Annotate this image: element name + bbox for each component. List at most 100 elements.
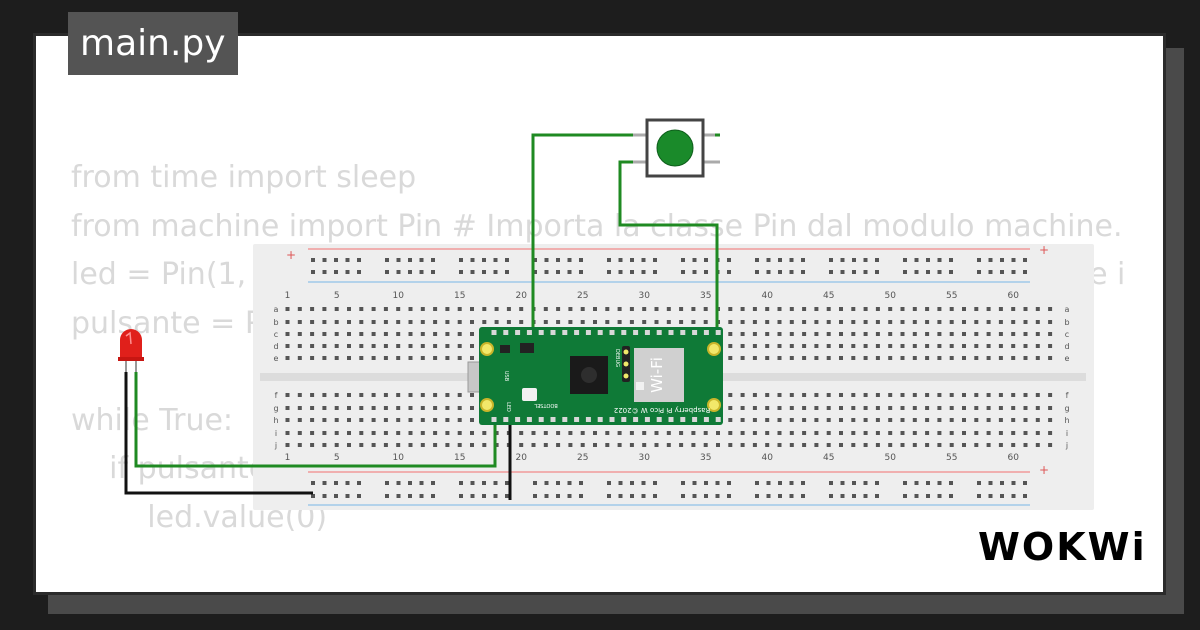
hole — [605, 320, 610, 324]
hole — [937, 332, 942, 336]
hole — [802, 443, 807, 447]
hole — [888, 443, 893, 447]
rail-hole — [431, 270, 435, 274]
row-letter: g — [273, 404, 278, 413]
hole — [1023, 393, 1028, 397]
hole — [998, 406, 1003, 410]
hole — [470, 320, 474, 324]
hole — [826, 393, 831, 397]
hole — [1048, 418, 1053, 422]
hole — [334, 443, 339, 447]
rail-hole — [829, 494, 833, 498]
hole — [347, 418, 351, 422]
hole — [937, 418, 942, 422]
rail-hole — [396, 481, 401, 485]
hole — [568, 443, 573, 447]
rail-hole — [715, 481, 720, 485]
pin — [656, 417, 662, 422]
hole — [740, 307, 745, 311]
rail-hole — [937, 481, 942, 485]
rail-hole — [778, 481, 782, 485]
row-letter: f — [275, 391, 278, 400]
rail-hole — [482, 258, 486, 262]
hole — [962, 443, 966, 447]
rail-hole — [789, 258, 794, 262]
hole — [839, 443, 843, 447]
hole — [408, 406, 413, 410]
hole — [420, 443, 425, 447]
hole — [752, 393, 757, 397]
hole — [408, 356, 413, 360]
rail-hole — [840, 270, 845, 274]
hole — [347, 332, 351, 336]
hole — [408, 431, 413, 435]
row-letter: e — [1065, 354, 1070, 363]
hole — [789, 307, 794, 311]
pico-pins — [491, 330, 721, 422]
hole — [851, 393, 856, 397]
rail-hole — [482, 481, 486, 485]
hole — [285, 431, 290, 435]
hole — [334, 431, 339, 435]
hole — [285, 418, 290, 422]
rail-hole — [949, 481, 953, 485]
hole — [1011, 307, 1016, 311]
hole — [383, 443, 388, 447]
hole — [912, 393, 917, 397]
hole — [543, 307, 548, 311]
mounting-hole — [707, 398, 721, 412]
hole — [814, 431, 819, 435]
hole — [1035, 307, 1040, 311]
hole — [457, 307, 462, 311]
rail-hole — [1011, 270, 1016, 274]
rail-hole — [692, 481, 697, 485]
hole — [728, 393, 733, 397]
hole — [371, 356, 376, 360]
pin — [597, 417, 603, 422]
hole — [617, 307, 622, 311]
hole — [789, 393, 794, 397]
hole — [814, 393, 819, 397]
pushbutton[interactable] — [633, 118, 720, 178]
hole — [420, 332, 425, 336]
hole — [839, 344, 843, 348]
hole — [297, 393, 302, 397]
hole — [826, 431, 831, 435]
row-letter: a — [274, 305, 279, 314]
rail-hole — [914, 270, 919, 274]
hole — [728, 356, 733, 360]
pin — [538, 330, 544, 335]
hole — [900, 418, 905, 422]
rail-hole — [408, 494, 412, 498]
hole — [974, 356, 979, 360]
hole — [297, 431, 302, 435]
hole — [334, 332, 339, 336]
hole — [912, 344, 917, 348]
hole — [383, 307, 388, 311]
hole — [322, 393, 327, 397]
hole — [839, 320, 843, 324]
column-number: 35 — [700, 291, 711, 301]
rail-hole — [863, 494, 868, 498]
hole — [445, 418, 450, 422]
rail-hole — [579, 494, 583, 498]
hole — [752, 406, 757, 410]
rail-hole — [840, 258, 845, 262]
hole — [765, 418, 770, 422]
hole — [765, 320, 770, 324]
hole — [888, 307, 893, 311]
rail-hole — [875, 481, 879, 485]
rail-hole — [1011, 481, 1016, 485]
hole — [740, 406, 745, 410]
hole — [752, 443, 757, 447]
hole — [851, 307, 856, 311]
plus-sign: + — [1039, 463, 1049, 477]
hole — [605, 443, 610, 447]
hole — [310, 344, 315, 348]
hole — [457, 320, 462, 324]
rail-hole — [408, 481, 412, 485]
hole — [322, 418, 327, 422]
rail-hole — [505, 481, 509, 485]
rail-hole — [641, 481, 646, 485]
hole — [691, 431, 696, 435]
